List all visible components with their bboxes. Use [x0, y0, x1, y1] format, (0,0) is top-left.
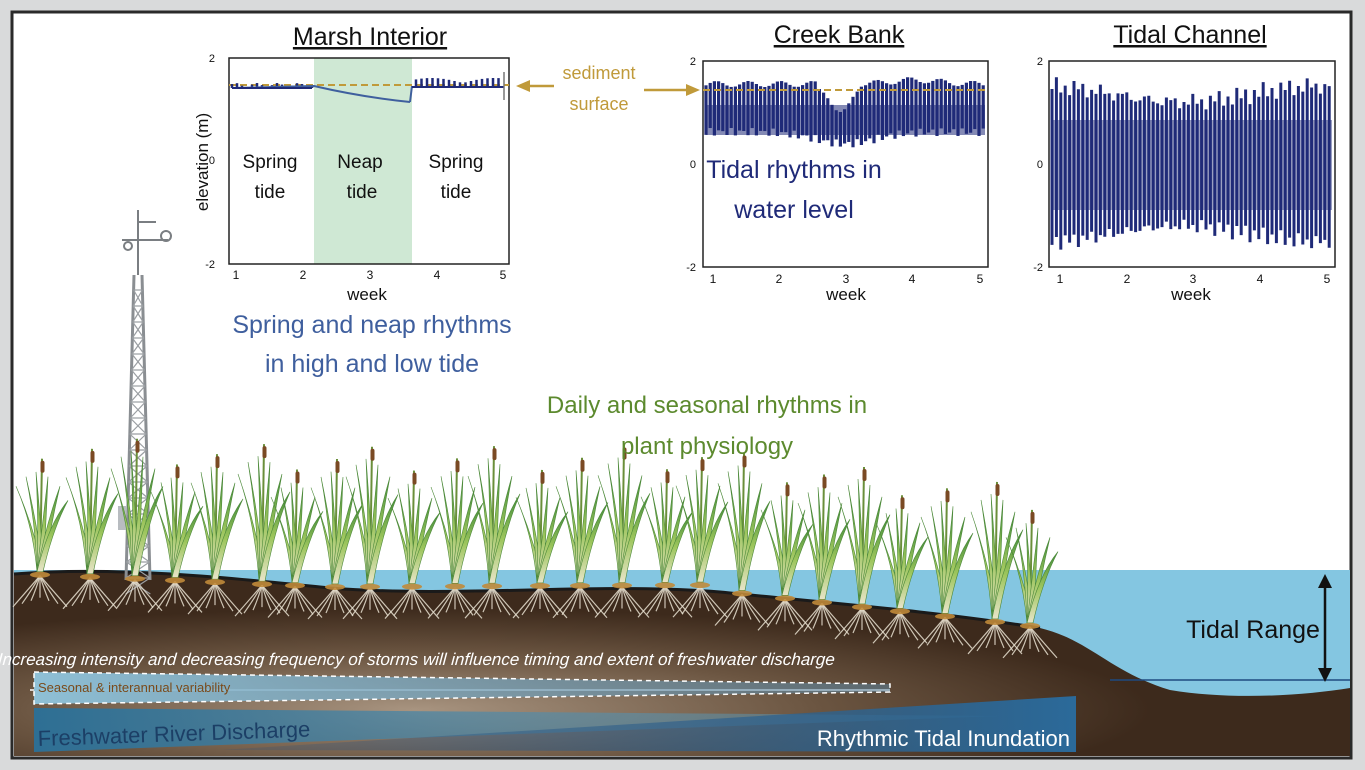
cattail-plant	[147, 464, 204, 613]
marsh-xtick-5: 5	[500, 268, 507, 282]
cattail-plant	[967, 481, 1024, 655]
cattail-plant	[234, 444, 291, 617]
marsh-caption-line1: Spring and neap rhythms	[232, 311, 511, 339]
channel-ytick-2: 2	[1037, 56, 1043, 68]
cattail-plant	[757, 482, 814, 631]
tidal-inundation-label: Rhythmic Tidal Inundation	[817, 726, 1070, 751]
creek-ytick-0: 0	[690, 159, 696, 171]
creek-bank-panel: Creek Bank 2 0 -2 1 2 3 4 5 week Tidal r…	[686, 21, 989, 304]
cattail-plant	[427, 458, 484, 619]
phase-2-line1: Neap	[337, 152, 382, 173]
cattail-plant	[672, 457, 729, 618]
cattail-plant	[187, 454, 244, 615]
channel-xtick-5: 5	[1324, 272, 1331, 286]
sediment-arrow-left-head	[516, 80, 530, 92]
channel-xtick-2: 2	[1124, 272, 1131, 286]
phase-3-line2: tide	[441, 182, 472, 203]
channel-xlabel: week	[1170, 285, 1211, 304]
sediment-arrow-right-head	[686, 84, 700, 96]
cattail-plant	[552, 457, 609, 619]
channel-xtick-3: 3	[1190, 272, 1197, 286]
plant-row	[12, 438, 1059, 659]
marsh-interior-title: Marsh Interior	[293, 23, 447, 51]
phase-3-line1: Spring	[429, 152, 484, 173]
creek-annotation-line2: water level	[733, 196, 854, 224]
marsh-water-series	[230, 72, 505, 103]
cattail-plant	[107, 438, 164, 612]
cattail-plant	[1002, 509, 1059, 659]
creek-xtick-4: 4	[909, 272, 916, 286]
sediment-label-line1: sediment	[562, 63, 635, 83]
cattail-plant	[464, 446, 521, 619]
marsh-xtick-2: 2	[300, 268, 307, 282]
channel-water-series	[1050, 77, 1332, 250]
cattail-plant	[714, 453, 771, 626]
channel-xtick-1: 1	[1057, 272, 1064, 286]
tidal-range-arrow-head-down	[1318, 668, 1332, 682]
creek-xlabel: week	[825, 285, 866, 304]
tidal-inundation-wedge	[220, 696, 1076, 752]
creek-xtick-3: 3	[843, 272, 850, 286]
marsh-xtick-1: 1	[233, 268, 240, 282]
channel-xtick-4: 4	[1257, 272, 1264, 286]
marsh-ytick-2: 2	[209, 53, 215, 65]
tidal-range-label: Tidal Range	[1186, 616, 1320, 644]
cattail-plant	[307, 458, 364, 620]
marsh-neap-rise	[409, 85, 413, 103]
marsh-ytick-neg2: -2	[205, 259, 215, 271]
tidal-channel-panel: Tidal Channel 2 0 -2 1 2 3 4 5 week	[1033, 21, 1336, 304]
tidal-channel-title: Tidal Channel	[1113, 21, 1266, 49]
cattail-plant	[62, 448, 119, 610]
creek-annotation-line1: Tidal rhythms in	[706, 156, 882, 184]
sediment-label-line2: surface	[569, 94, 628, 114]
cattail-plant	[512, 469, 569, 619]
marsh-neap-curve	[231, 84, 411, 103]
plant-caption-line1: Daily and seasonal rhythms in	[547, 392, 867, 419]
creek-bank-title: Creek Bank	[774, 21, 905, 49]
creek-xtick-1: 1	[710, 272, 717, 286]
variability-label: Seasonal & interannual variability	[38, 680, 231, 695]
neap-tide-band	[314, 58, 412, 264]
cattail-plant	[794, 474, 851, 635]
channel-tide-fill	[1052, 120, 1332, 210]
marsh-surface-line	[13, 569, 1041, 630]
marsh-ylabel: elevation (m)	[193, 113, 212, 211]
storm-text: Increasing intensity and decreasing freq…	[0, 650, 836, 669]
cattail-plant	[342, 446, 399, 620]
marsh-interior-axes	[228, 57, 510, 265]
phase-1-line1: Spring	[243, 152, 298, 173]
channel-ytick-0: 0	[1037, 159, 1043, 171]
creek-xtick-2: 2	[776, 272, 783, 286]
phase-1-line2: tide	[255, 182, 286, 203]
marsh-ytick-0: 0	[209, 155, 215, 167]
cattail-plant	[872, 495, 929, 644]
tidal-range-arrow-head-up	[1318, 574, 1332, 588]
creek-ytick-2: 2	[690, 56, 696, 68]
marsh-xlabel: week	[346, 285, 387, 304]
creek-tide-fill	[706, 105, 985, 135]
channel-ytick-neg2: -2	[1033, 262, 1043, 274]
cattail-plant	[384, 470, 441, 619]
marsh-caption-line2: in high and low tide	[265, 350, 479, 378]
marsh-interior-panel: Marsh Interior 2 0 -2 elevation (m) 1 2 …	[193, 23, 512, 378]
plant-caption-line2: plant physiology	[621, 433, 793, 460]
sediment-surface-callout: sediment surface	[516, 63, 700, 114]
creek-xtick-5: 5	[977, 272, 984, 286]
phase-2-line2: tide	[347, 182, 378, 203]
cattail-plant	[12, 458, 69, 608]
variability-band	[33, 671, 891, 705]
marsh-xtick-4: 4	[434, 268, 441, 282]
marsh-xtick-3: 3	[367, 268, 374, 282]
cattail-plant	[267, 469, 324, 618]
cattail-plant	[637, 469, 694, 618]
cattail-plant	[594, 445, 651, 618]
creek-ytick-neg2: -2	[686, 262, 696, 274]
cattail-plant	[917, 488, 974, 649]
